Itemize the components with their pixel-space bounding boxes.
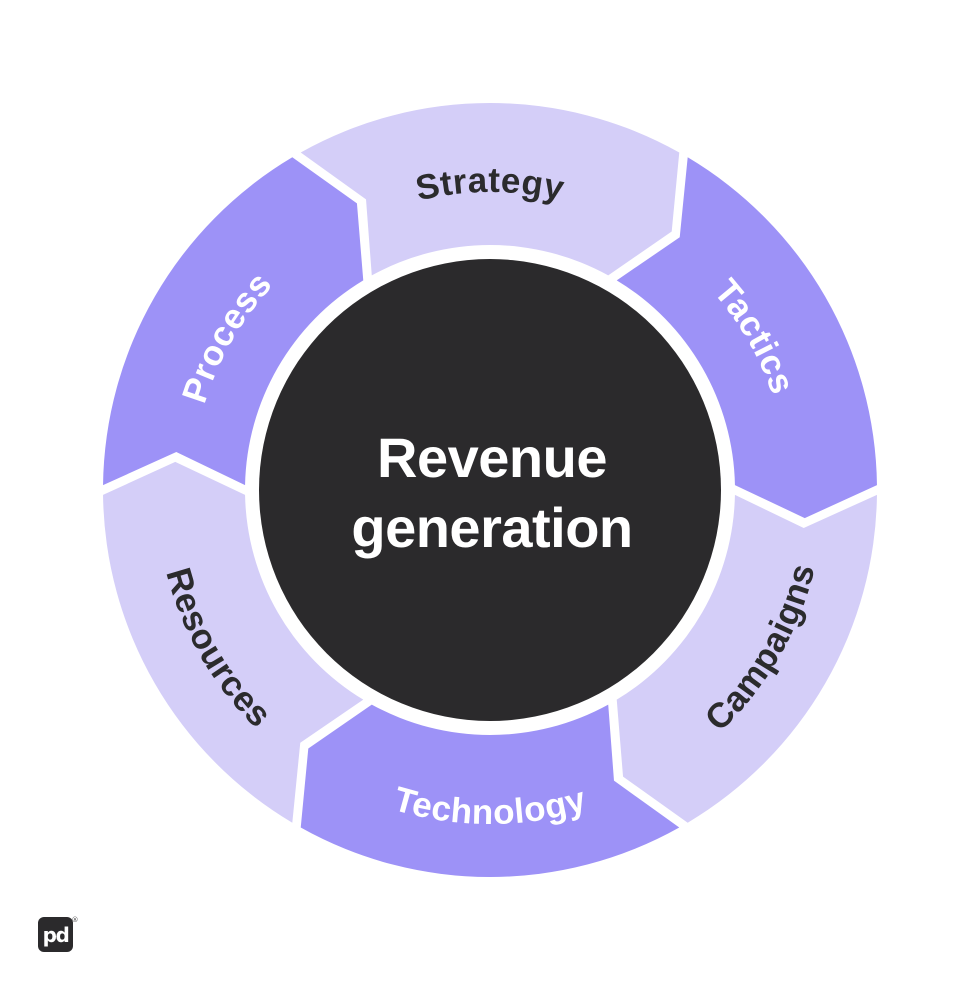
center-title-line2: generation [351,496,632,559]
segment-resources [103,461,364,823]
segment-technology [300,704,680,878]
segment-tactics [616,157,877,519]
segment-campaigns [616,494,877,823]
registered-trademark-icon: ® [72,916,79,924]
segment-process [103,157,364,486]
segment-strategy [300,102,680,276]
brand-logo-box [38,917,73,952]
center-title-line1: Revenue [377,426,607,489]
brand-logo-glyph: pd [43,923,69,947]
brand-logo: pd ® [38,916,79,952]
center-circle [259,259,721,721]
cycle-ring: StrategyTacticsCampaignsTechnologyResour… [103,102,877,878]
